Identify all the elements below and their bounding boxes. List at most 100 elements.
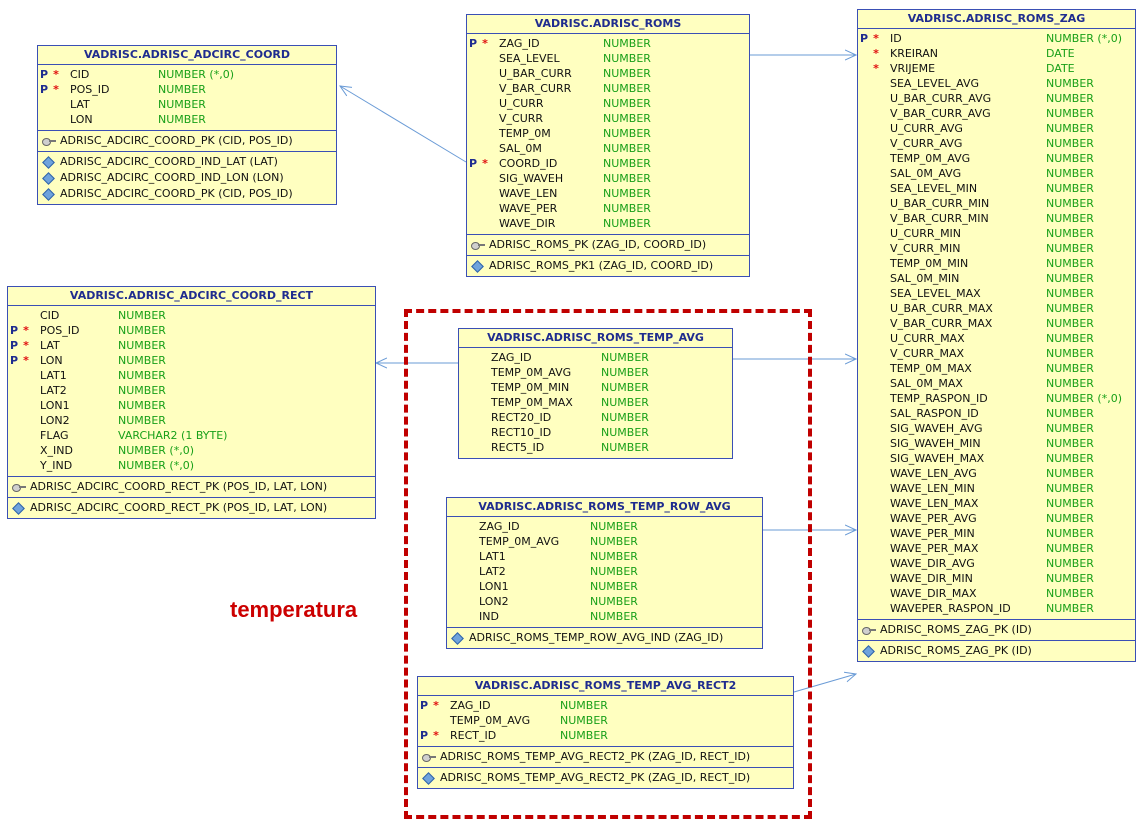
primary-key-constraint[interactable]: ADRISC_ROMS_TEMP_AVG_RECT2_PK (ZAG_ID, R… [418, 749, 793, 765]
index-entry[interactable]: ADRISC_ROMS_PK1 (ZAG_ID, COORD_ID) [467, 258, 749, 274]
primary-key-constraint[interactable]: ADRISC_ROMS_ZAG_PK (ID) [858, 622, 1135, 638]
index-entry[interactable]: ADRISC_ADCIRC_COORD_IND_LAT (LAT) [38, 154, 336, 170]
index-entry[interactable]: ADRISC_ROMS_TEMP_AVG_RECT2_PK (ZAG_ID, R… [418, 770, 793, 786]
index-entry[interactable]: ADRISC_ADCIRC_COORD_IND_LON (LON) [38, 170, 336, 186]
primary-key-constraint[interactable]: ADRISC_ROMS_PK (ZAG_ID, COORD_ID) [467, 237, 749, 253]
primary-key-constraint[interactable]: ADRISC_ADCIRC_COORD_PK (CID, POS_ID) [38, 133, 336, 149]
primary-key-constraint[interactable]: ADRISC_ADCIRC_COORD_RECT_PK (POS_ID, LAT… [8, 479, 375, 495]
index-entry[interactable]: ADRISC_ROMS_TEMP_ROW_AVG_IND (ZAG_ID) [447, 630, 762, 646]
index-entry[interactable]: ADRISC_ADCIRC_COORD_PK (CID, POS_ID) [38, 186, 336, 202]
index-entry[interactable]: ADRISC_ADCIRC_COORD_RECT_PK (POS_ID, LAT… [8, 500, 375, 516]
